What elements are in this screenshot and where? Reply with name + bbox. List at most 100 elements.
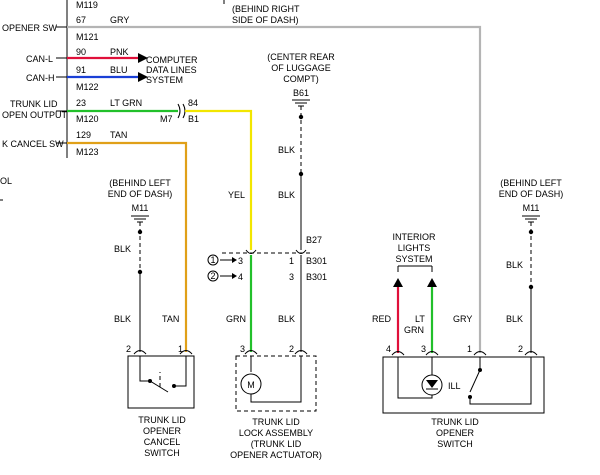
terminal-icon xyxy=(179,350,193,355)
diode-icon xyxy=(426,380,438,388)
interior-label-1: INTERIOR xyxy=(392,232,436,242)
lock-assembly-box xyxy=(235,355,317,412)
trunk-out-label-1: TRUNK LID xyxy=(10,99,58,109)
wire-label-blk: BLK xyxy=(506,314,523,324)
lock-caption-3: (TRUNK LID xyxy=(251,439,302,449)
cancel-switch-caption-4: SWITCH xyxy=(144,448,180,458)
right-dash-note-1: (BEHIND RIGHT xyxy=(232,4,300,14)
connector-symbol xyxy=(295,249,307,254)
connector-pin-3b: 3 xyxy=(289,272,294,282)
switch-wiring xyxy=(174,356,187,387)
terminal-icon xyxy=(244,350,258,355)
center-note-2: OF LUGGAGE xyxy=(271,63,331,73)
wire-label-grn2: GRN xyxy=(404,325,424,335)
left-ground-note-1: (BEHIND LEFT xyxy=(109,178,171,188)
ecu-pin-m120: M120 xyxy=(76,114,99,124)
opener-sw-wire-color: GRY xyxy=(110,15,129,25)
wire-label-blk: BLK xyxy=(114,314,131,324)
trunk-out-label-2: OPEN OUTPUT xyxy=(2,110,68,120)
cancel-sw-pin: 129 xyxy=(76,130,91,140)
lock-caption-1: TRUNK LID xyxy=(252,417,300,427)
wire-label-grn: GRN xyxy=(226,314,246,324)
wire-gry xyxy=(67,25,482,353)
connector-pin-3: 3 xyxy=(238,256,243,266)
arrow-right-icon xyxy=(232,257,237,263)
can-l-wire-color: PNK xyxy=(110,47,129,57)
connector-84: 84 xyxy=(188,98,198,108)
pin-label: 2 xyxy=(518,344,523,354)
ecu-pin-m121: M121 xyxy=(76,32,99,42)
ground-b61: B61 xyxy=(293,88,309,98)
connector-b301b: B301 xyxy=(306,272,327,282)
trunk-out-wire-color: LT GRN xyxy=(110,98,142,108)
opener-caption-2: OPENER xyxy=(436,428,475,438)
can-h-wire-color: BLU xyxy=(110,65,128,75)
computer-label-2: DATA LINES xyxy=(146,65,197,75)
can-h-pin: 91 xyxy=(76,65,86,75)
ecu-pin-m123: M123 xyxy=(76,147,99,157)
lock-caption-4: OPENER ACTUATOR) xyxy=(230,450,322,460)
cancel-sw-wire-color: TAN xyxy=(110,130,127,140)
motor-label: M xyxy=(247,380,255,390)
connector-symbol xyxy=(177,103,181,119)
arrow-up-icon xyxy=(393,278,403,287)
switch-blade-icon xyxy=(149,380,169,393)
reference-circle xyxy=(207,270,219,282)
cancel-switch-box xyxy=(127,355,195,409)
connector-pin-1: 1 xyxy=(289,256,294,266)
cancel-switch-caption-3: CANCEL xyxy=(144,437,181,447)
terminal-icon xyxy=(294,350,308,355)
pin-label: 2 xyxy=(126,344,131,354)
pin-label: 3 xyxy=(421,344,426,354)
opener-switch-box xyxy=(382,356,545,414)
ill-label: ILL xyxy=(448,381,461,391)
center-note-1: (CENTER REAR xyxy=(267,52,335,62)
can-l-label: CAN-L xyxy=(26,54,53,64)
lock-caption-2: LOCK ASSEMBLY xyxy=(239,428,313,438)
ecu-pin-m122: M122 xyxy=(76,82,99,92)
terminal-icon xyxy=(133,350,147,355)
can-l-pin: 90 xyxy=(76,47,86,57)
junction-dot xyxy=(528,229,534,235)
wire-label-yel: YEL xyxy=(228,190,245,200)
wire-tan xyxy=(67,141,188,352)
wire-label-gry: GRY xyxy=(453,314,472,324)
trunk-out-pin: 23 xyxy=(76,98,86,108)
connector-b301: B301 xyxy=(306,256,327,266)
right-ground-note-1: (BEHIND LEFT xyxy=(500,178,562,188)
interior-label-3: SYSTEM xyxy=(395,254,432,264)
switch-wiring xyxy=(139,356,150,382)
wire-label-blk: BLK xyxy=(278,145,295,155)
right-dash-note-2: SIDE OF DASH) xyxy=(232,15,299,25)
reference-number: 1 xyxy=(210,255,215,265)
switch-contact xyxy=(172,384,176,388)
cancel-switch-caption-1: TRUNK LID xyxy=(138,415,186,425)
wire-label-blk: BLK xyxy=(278,314,295,324)
cancel-switch-caption-2: OPENER xyxy=(143,426,182,436)
arrow-right-icon xyxy=(232,273,237,279)
terminal-icon xyxy=(425,351,439,356)
motor-lead xyxy=(250,356,302,403)
connector-m7: M7 xyxy=(160,114,173,124)
connector-pin-4: 4 xyxy=(238,272,243,282)
connector-symbol xyxy=(245,249,257,254)
left-ground-id: M11 xyxy=(132,203,149,213)
arrow-up-icon xyxy=(427,278,437,287)
junction-dot xyxy=(137,229,143,235)
wire-yel xyxy=(185,109,253,250)
opener-sw-label: OPENER SW xyxy=(2,23,58,33)
terminal-icon xyxy=(473,351,487,356)
pin-label: 2 xyxy=(289,344,294,354)
switch-wiring xyxy=(469,357,532,405)
reference-circle xyxy=(207,254,219,266)
wire-label-lt: LT xyxy=(415,314,425,324)
wire-label-blk: BLK xyxy=(278,190,295,200)
center-note-3: COMPT) xyxy=(283,74,319,84)
left-ground-note-2: END OF DASH) xyxy=(108,189,173,199)
ecu-cut-text: OL xyxy=(0,176,12,186)
terminal-icon xyxy=(524,351,538,356)
arrow-right-icon xyxy=(138,53,148,63)
connector-symbol xyxy=(182,103,186,119)
terminal-icon xyxy=(391,351,405,356)
